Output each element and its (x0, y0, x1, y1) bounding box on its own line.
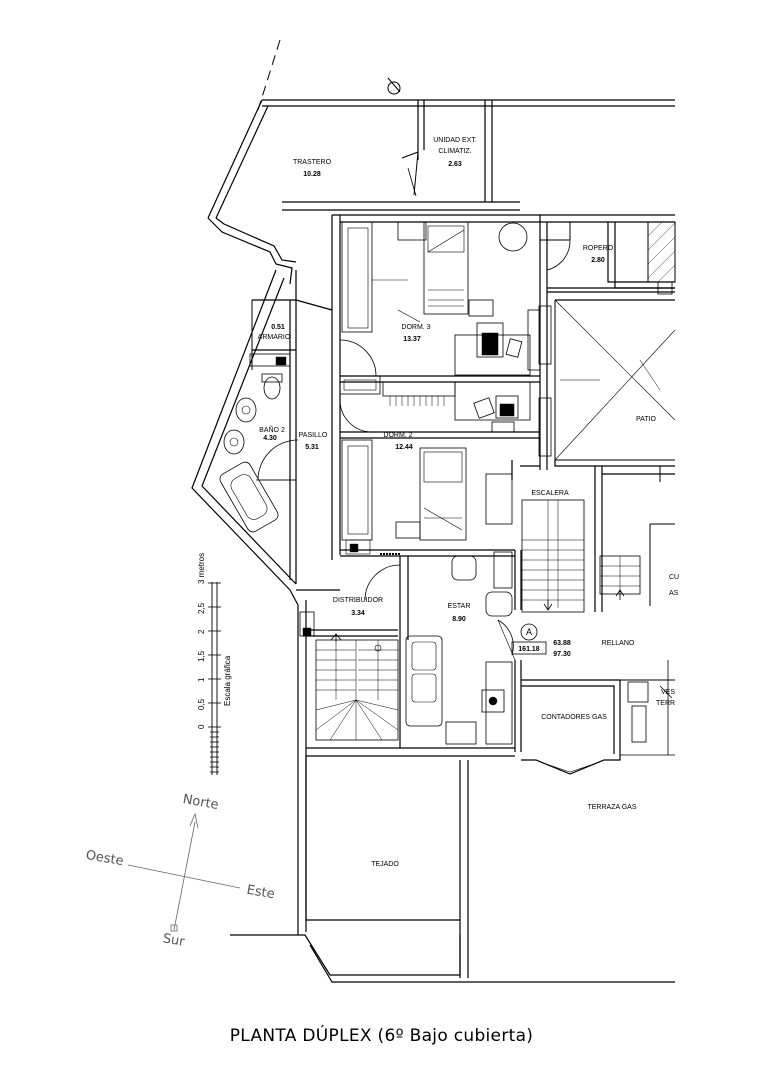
room-ropero-name: ROPERO (583, 245, 614, 252)
room-unidad-area: 2.63 (448, 161, 462, 168)
plan-caption: PLANTA DÚPLEX (6º Bajo cubierta) (229, 1026, 534, 1046)
room-estar-area: 8.90 (452, 616, 466, 623)
room-distribuidor-name: DISTRIBUIDOR (333, 597, 383, 604)
scale-tick-15: 1,5 (197, 650, 206, 662)
room-unidad-name-1: UNIDAD EXT. (433, 137, 477, 144)
room-ropero-area: 2.80 (591, 257, 605, 264)
scale-tick-25: 2,5 (197, 602, 206, 614)
room-cut-label-2: AS (669, 590, 679, 597)
room-ves-label-2: TERR (656, 700, 675, 707)
room-terraza-name: TERRAZA GAS (587, 804, 636, 811)
room-armario-name: ARMARIO (258, 334, 291, 341)
scale-tick-0: 0 (197, 724, 206, 729)
scale-title: Escala gráfica (223, 655, 232, 706)
scale-tick-3: 3 metros (197, 553, 206, 584)
room-trastero-name: TRASTERO (293, 159, 332, 166)
marker-a-value: 161.18 (518, 646, 540, 653)
compass-north: Norte (182, 792, 220, 813)
room-ves-label-1: VES (661, 689, 675, 696)
room-tejado-name: TEJADO (371, 861, 399, 868)
room-estar-name: ESTAR (448, 603, 471, 610)
room-unidad-name-2: CLIMATIZ. (438, 148, 471, 155)
room-bano2-name: BAÑO 2 (259, 425, 285, 434)
room-cut-label-1: CU (669, 574, 679, 581)
marker-a-elev-1: 63.88 (553, 640, 571, 647)
scale-tick-05: 0,5 (197, 698, 206, 710)
room-dorm2-name: DORM. 2 (383, 432, 412, 439)
room-escalera-name: ESCALERA (531, 490, 569, 497)
compass-west: Oeste (85, 848, 125, 869)
floor-plan: TRASTERO 10.28 UNIDAD EXT. CLIMATIZ. 2.6… (85, 39, 679, 983)
room-armario-area: 0.51 (271, 324, 285, 331)
room-dorm3-area: 13.37 (403, 336, 421, 343)
room-patio-name: PATIO (636, 416, 657, 423)
room-dorm2-area: 12.44 (395, 444, 413, 451)
scale-tick-2: 2 (197, 629, 206, 634)
compass-east: Este (245, 883, 275, 903)
room-contadores-name: CONTADORES GAS (541, 714, 607, 721)
marker-a-elev-2: 97.30 (553, 651, 571, 658)
room-trastero-area: 10.28 (303, 171, 321, 178)
room-pasillo-name: PASILLO (299, 432, 328, 439)
scale-tick-1: 1 (197, 677, 206, 682)
room-bano2-area: 4.30 (263, 435, 277, 442)
room-dorm3-name: DORM. 3 (401, 324, 430, 331)
room-pasillo-area: 5.31 (305, 444, 319, 451)
room-rellano-name: RELLANO (602, 640, 635, 647)
marker-a-letter: A (526, 627, 532, 637)
compass-south: Sur (162, 931, 187, 950)
room-distribuidor-area: 3.34 (351, 610, 365, 617)
